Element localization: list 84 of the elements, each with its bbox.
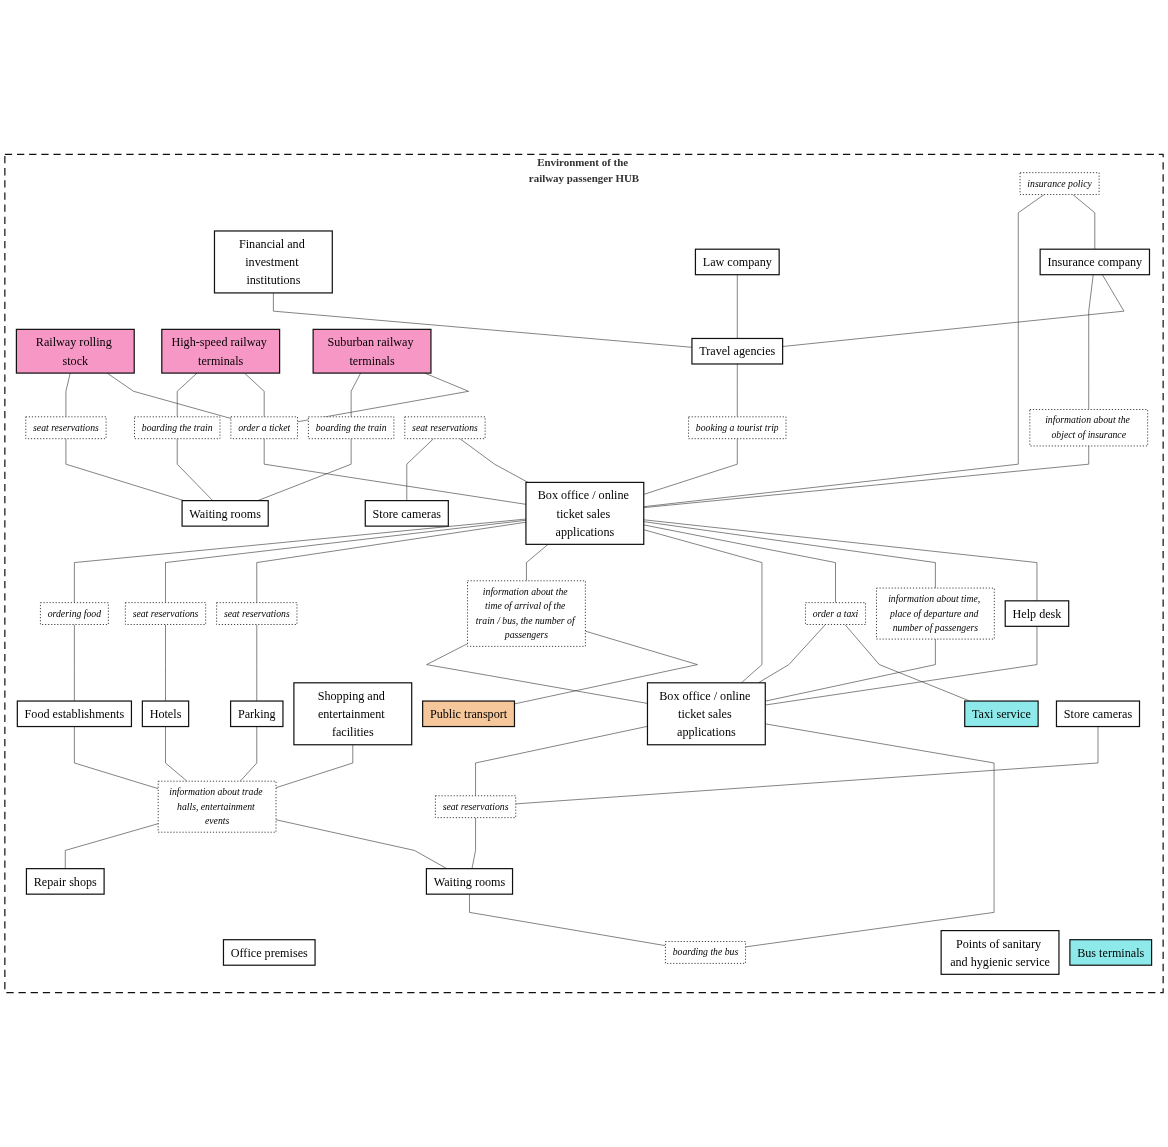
- node-box: order a taxi: [805, 602, 866, 625]
- node-box: information about the time of arrival of the train / bus, the number of passengers: [467, 580, 586, 647]
- node-box: information about trade halls, entertainment events: [157, 780, 277, 833]
- node-box: Points of sanitary and hygienic service: [940, 930, 1060, 975]
- node-box: order a ticket: [230, 416, 298, 440]
- connector: [526, 544, 549, 582]
- node-box: Food establishments: [16, 700, 133, 728]
- node-box: seat reservations: [434, 795, 517, 819]
- connector: [165, 624, 166, 702]
- connector: [74, 624, 75, 702]
- node-box: Waiting rooms: [425, 868, 514, 895]
- connector: [459, 438, 529, 483]
- connector: [643, 445, 1090, 508]
- connector: [737, 274, 738, 339]
- connector: [275, 744, 354, 789]
- node-box: Financial and investment institutions: [213, 230, 333, 294]
- node-box: Insurance company: [1039, 248, 1151, 276]
- node-box: Box office / online ticket sales applications: [525, 481, 645, 545]
- connector: [165, 726, 188, 782]
- connector: [643, 529, 763, 684]
- connector: [514, 630, 698, 705]
- connector: [74, 726, 159, 789]
- connector: [737, 363, 738, 418]
- connector: [106, 372, 232, 419]
- connector: [65, 372, 71, 418]
- node-box: Bus terminals: [1069, 939, 1153, 966]
- node-box: Repair shops: [25, 868, 105, 895]
- connector: [64, 823, 159, 869]
- connector: [643, 519, 1038, 602]
- node-box: Law company: [694, 248, 780, 276]
- node-box: Store cameras: [1055, 700, 1141, 728]
- node-box: information about the object of insurance: [1029, 409, 1149, 447]
- connector: [406, 438, 434, 501]
- connector: [844, 624, 971, 702]
- connector: [765, 626, 1038, 706]
- node-box: Railway rolling stock: [15, 328, 135, 374]
- connector: [65, 438, 185, 501]
- connector: [782, 274, 1125, 347]
- connector: [297, 372, 469, 423]
- node-box: seat reservations: [404, 416, 486, 440]
- node-box: ordering food: [39, 602, 109, 625]
- connector: [426, 643, 648, 704]
- connector: [745, 723, 995, 948]
- node-box: seat reservations: [216, 602, 298, 625]
- connector: [263, 438, 527, 505]
- node-box: Parking: [230, 700, 284, 728]
- connector: [515, 726, 1099, 805]
- node-box: seat reservations: [25, 416, 107, 440]
- connector: [176, 372, 198, 418]
- connector: [643, 194, 1045, 507]
- node-box: Box office / online ticket sales applications: [646, 682, 766, 746]
- connector: [176, 438, 214, 501]
- node-box: Shopping and entertainment facilities: [293, 682, 413, 746]
- node-box: information about time, place of departure and number of passengers: [876, 587, 995, 640]
- node-box: seat reservations: [124, 602, 207, 625]
- node-box: booking a tourist trip: [688, 416, 787, 440]
- connector: [643, 438, 738, 495]
- node-box: Suburban railway terminals: [312, 328, 432, 374]
- connector: [350, 372, 361, 418]
- node-box: boarding the bus: [664, 941, 746, 964]
- node-box: insurance policy: [1019, 172, 1100, 195]
- connector: [239, 726, 258, 782]
- connector: [244, 372, 265, 418]
- connector: [1088, 274, 1094, 410]
- connector: [643, 521, 936, 589]
- node-box: Help desk: [1004, 600, 1070, 627]
- connector: [256, 624, 258, 702]
- connector: [469, 893, 666, 946]
- node-box: Public transport: [422, 700, 516, 728]
- connector: [1072, 194, 1096, 250]
- node-box: Taxi service: [964, 700, 1039, 728]
- connector: [475, 726, 648, 797]
- connector: [471, 817, 476, 869]
- connector: [643, 524, 836, 603]
- connector: [765, 638, 936, 702]
- node-box: boarding the train: [307, 416, 395, 440]
- node-box: Hotels: [141, 700, 190, 728]
- node-box: Office premises: [222, 939, 316, 966]
- node-box: Store cameras: [364, 500, 449, 527]
- node-box: Travel agencies: [691, 337, 784, 365]
- node-box: High-speed railway terminals: [161, 328, 281, 374]
- connector: [275, 819, 448, 869]
- node-box: Waiting rooms: [181, 500, 269, 527]
- node-box: boarding the train: [134, 416, 221, 440]
